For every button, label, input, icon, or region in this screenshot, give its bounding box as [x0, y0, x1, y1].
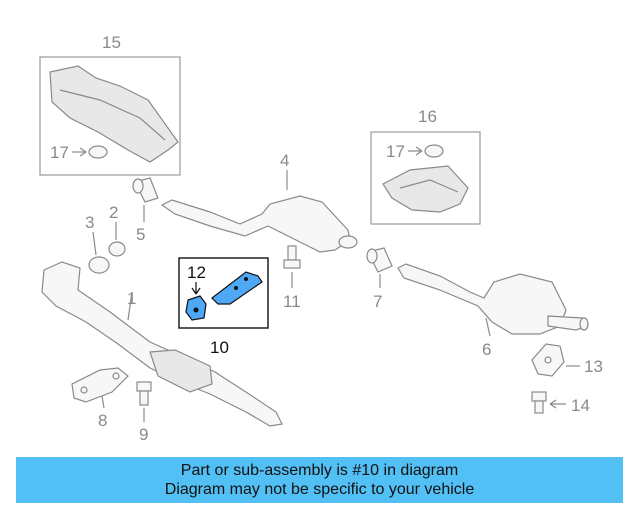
- part-7-clamp-group: 7: [366, 247, 393, 311]
- callout-13[interactable]: 13: [584, 357, 603, 376]
- part-1-converter-body[interactable]: [41, 261, 283, 427]
- part-6-tailpipe-tip: [579, 317, 589, 331]
- part-8-hole-b: [112, 372, 120, 380]
- part-17-clip-b[interactable]: [424, 144, 444, 158]
- callout-17-a[interactable]: 17: [50, 143, 69, 162]
- part-8-gasket[interactable]: [71, 367, 129, 403]
- callout-1[interactable]: 1: [127, 289, 136, 308]
- part-17-clip-a[interactable]: [88, 145, 108, 159]
- banner-line-1: Part or sub-assembly is #10 in diagram: [180, 462, 459, 479]
- part-14-arrow: [549, 399, 566, 409]
- part-7-clamp-ring: [366, 248, 378, 264]
- part-17-a-arrowhead: [79, 147, 87, 157]
- part-6-leader: [485, 317, 491, 337]
- part-8-gasket-group: 8: [71, 367, 129, 430]
- part-15-shield-ridge: [59, 89, 166, 141]
- callout-8[interactable]: 8: [98, 411, 107, 430]
- callout-11[interactable]: 11: [283, 292, 301, 311]
- part-14-bolt-head[interactable]: [531, 391, 547, 402]
- part-3-leader: [92, 231, 97, 256]
- part-9-bolt-shank: [139, 390, 149, 406]
- part-11-bolt-group: 11: [283, 245, 301, 311]
- part-6-muffler-group: 6: [397, 263, 589, 359]
- callout-4[interactable]: 4: [280, 151, 289, 170]
- part-8-leader: [101, 395, 105, 409]
- part-12-arrow: [191, 282, 201, 295]
- callout-12[interactable]: 12: [187, 263, 206, 282]
- callout-15[interactable]: 15: [102, 33, 121, 52]
- part-1-leader: [127, 291, 133, 321]
- part-10-bracket-group: 12 10: [178, 257, 269, 357]
- part-16-shield-ridge: [399, 179, 459, 193]
- banner-line-2: Diagram may not be specific to your vehi…: [164, 481, 475, 498]
- part-5-clamp-group: 5: [132, 177, 159, 244]
- part-4-outlet: [338, 235, 358, 249]
- part-15-box: [39, 56, 181, 176]
- part-11-bolt-shank[interactable]: [287, 245, 297, 261]
- part-13-mount-hole: [544, 356, 552, 364]
- callout-6[interactable]: 6: [482, 340, 491, 359]
- part-1-converter-can: [149, 349, 213, 393]
- info-banner: Part or sub-assembly is #10 in diagram D…: [16, 457, 623, 503]
- part-17-b-arrow: [408, 146, 423, 156]
- part-6-muffler-body[interactable]: [397, 263, 567, 335]
- part-15-heat-shield-group: 15 17: [39, 33, 181, 176]
- part-10-box: [178, 257, 269, 329]
- part-16-heat-shield-group: 16 17: [370, 107, 481, 225]
- part-16-heat-shield[interactable]: [382, 165, 469, 213]
- part-16-box: [370, 131, 481, 225]
- part-2-gasket-group: 2: [108, 203, 126, 257]
- part-9-bolt-head[interactable]: [136, 381, 152, 392]
- callout-16[interactable]: 16: [418, 107, 437, 126]
- callout-3[interactable]: 3: [85, 213, 94, 232]
- callout-9[interactable]: 9: [139, 425, 148, 444]
- part-9-bolt-group: 9: [136, 381, 152, 444]
- part-4-resonator-body[interactable]: [160, 195, 351, 253]
- callout-17-b[interactable]: 17: [386, 142, 405, 161]
- part-5-clamp-ring: [132, 178, 144, 194]
- callout-14[interactable]: 14: [571, 396, 590, 415]
- callout-5[interactable]: 5: [136, 225, 145, 244]
- part-10-bolt-hole-a: [244, 277, 248, 281]
- part-14-bolt-group: 14: [531, 391, 590, 415]
- part-8-hole-a: [80, 386, 88, 394]
- exhaust-parts-diagram: 15 17 16 17 4 5 3 2 1: [39, 33, 603, 444]
- part-14-bolt-shank: [534, 400, 544, 414]
- part-12-hole: [193, 307, 199, 313]
- part-10-bolt-hole-b: [234, 286, 238, 290]
- part-11-bolt-head: [283, 259, 301, 269]
- callout-7[interactable]: 7: [373, 292, 382, 311]
- part-2-gasket[interactable]: [108, 241, 126, 257]
- part-13-mount-group: 13: [531, 343, 603, 377]
- part-4-resonator-pipe: 4: [160, 151, 358, 253]
- part-3-gasket[interactable]: [88, 256, 110, 274]
- part-1-converter-pipe: 1: [41, 261, 283, 427]
- part-3-gasket-group: 3: [85, 213, 110, 274]
- callout-2[interactable]: 2: [109, 203, 118, 222]
- callout-10[interactable]: 10: [210, 338, 229, 357]
- part-15-heat-shield[interactable]: [49, 65, 179, 163]
